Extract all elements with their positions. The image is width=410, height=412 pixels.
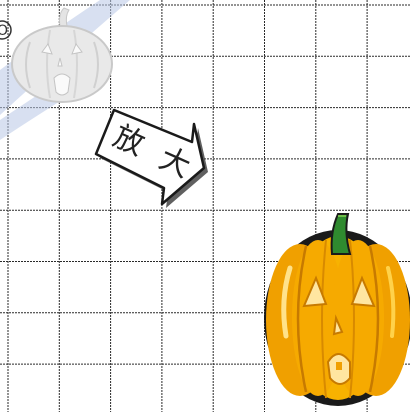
corner-mark: O — [0, 21, 11, 39]
jack-o-lantern-icon — [264, 214, 410, 406]
enlarge-arrow: 放 大 — [96, 110, 208, 208]
corner-mark-text: O — [0, 23, 8, 39]
